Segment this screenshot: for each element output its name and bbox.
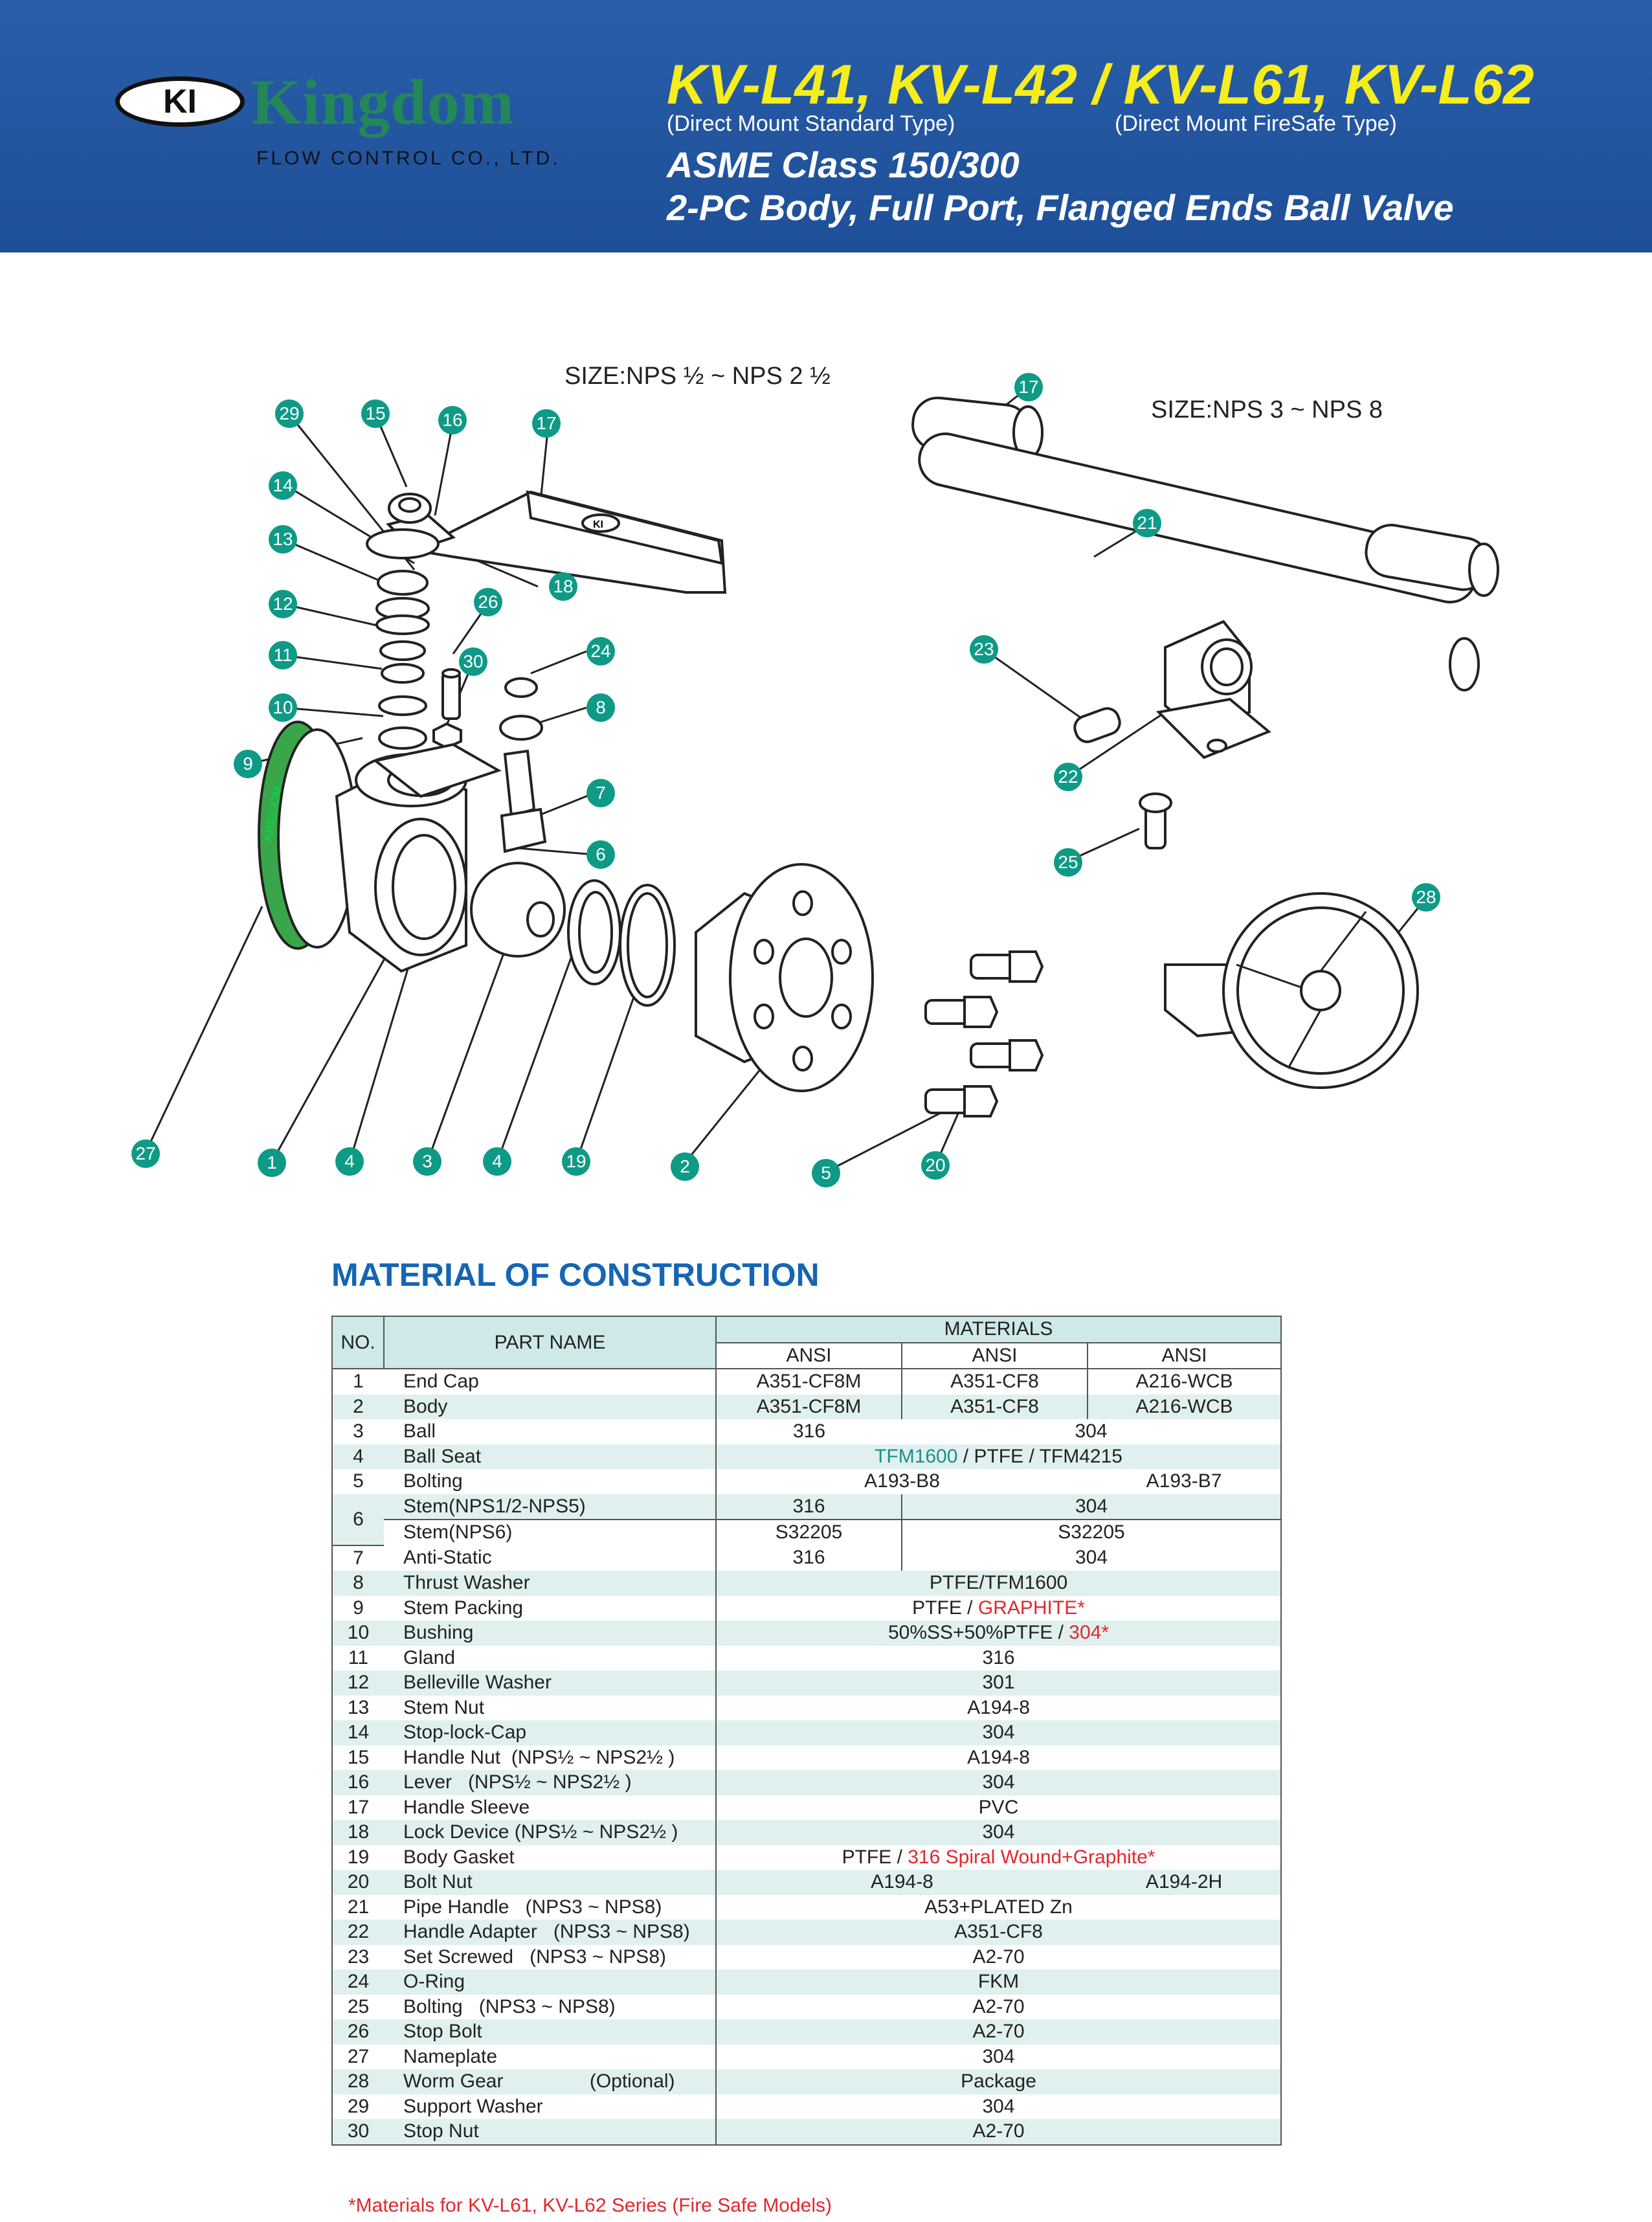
callout-12: 12 (269, 590, 297, 618)
table-row: 9 Stem Packing PTFE / GRAPHITE* (331, 1595, 1282, 1621)
callout-25: 25 (1054, 848, 1082, 877)
logo-mark: KI (115, 76, 245, 127)
callout-28: 28 (1412, 883, 1440, 912)
end-cap-flange (695, 863, 874, 1092)
ball-seat-gasket (470, 862, 676, 1007)
table-row: 1 End Cap A351-CF8M A351-CF8 A216-WCB (331, 1369, 1282, 1395)
callout-4: 4 (335, 1147, 364, 1176)
callout-26: 26 (474, 588, 502, 616)
table-row: 22 Handle Adapter (NPS3 ~ NPS8) A351-CF8 (331, 1920, 1282, 1945)
table-row: 17 Handle Sleeve PVC (331, 1795, 1282, 1820)
lever-mark: KI (593, 519, 603, 530)
header-no: NO. (331, 1316, 385, 1369)
table-row: 28 Worm Gear (Optional) Package (331, 2069, 1282, 2094)
callout-9: 9 (234, 750, 262, 778)
header-std-3: ANSI (1086, 1341, 1282, 1369)
table-row: 2 Body A351-CF8M A351-CF8 A216-WCB (331, 1394, 1282, 1419)
lever-top (526, 490, 724, 565)
type-standard: (Direct Mount Standard Type) (667, 111, 955, 136)
header-band: KI Kingdom FLOW CONTROL CO., LTD. KV-L41… (0, 0, 1652, 252)
table-row: 21 Pipe Handle (NPS3 ~ NPS8) A53+PLATED … (331, 1894, 1282, 1920)
header-std-1: ANSI (715, 1341, 902, 1369)
callout-29: 29 (275, 399, 304, 428)
table-row: 10 Bushing 50%SS+50%PTFE / 304* (331, 1621, 1282, 1646)
callout-5: 5 (812, 1159, 840, 1187)
callout-19: 19 (562, 1147, 590, 1176)
table-row: 24 O-Ring FKM (331, 1970, 1282, 1995)
table-row: 8 Thrust Washer PTFE/TFM1600 (331, 1571, 1282, 1596)
table-row: 30 Stop Nut A2-70 (331, 2119, 1282, 2146)
exploded-view-diagram: KI KINGDOM (144, 386, 1499, 1173)
model-title: KV-L41, KV-L42 / KV-L61, KV-L62 (667, 54, 1534, 116)
table-row: 5 Bolting A193-B8 A193-B7 (331, 1469, 1282, 1494)
callout-17: 17 (532, 409, 561, 438)
header-materials: MATERIALS (715, 1316, 1282, 1343)
logo-subtitle: FLOW CONTROL CO., LTD. (256, 148, 561, 169)
class-line: ASME Class 150/300 (667, 144, 1020, 185)
description-line: 2-PC Body, Full Port, Flanged Ends Ball … (667, 187, 1454, 228)
callout-3: 3 (413, 1147, 441, 1176)
callout-16: 16 (438, 406, 467, 434)
callout-11: 11 (269, 641, 297, 669)
table-row: 3 Ball 316 304 (331, 1419, 1282, 1444)
table-row: 25 Bolting (NPS3 ~ NPS8) A2-70 (331, 1994, 1282, 2019)
callout-18: 18 (549, 572, 577, 601)
material-title: MATERIAL OF CONSTRUCTION (331, 1257, 820, 1293)
valve-body: KINGDOM (258, 721, 502, 973)
callout-15: 15 (361, 399, 390, 428)
logo-name: Kingdom (251, 66, 515, 138)
callout-17b: 17 (1014, 373, 1043, 401)
header-std-2: ANSI (901, 1341, 1088, 1369)
table-row: 29 Support Washer 304 (331, 2094, 1282, 2119)
callout-20: 20 (921, 1151, 950, 1180)
callout-14: 14 (269, 471, 297, 500)
table-row: Stem(NPS6) S32205 S32205 (332, 1520, 1282, 1545)
material-table: NO. PART NAME MATERIALS ANSI ANSI ANSI 1… (331, 1316, 1282, 2146)
callout-2: 2 (671, 1152, 699, 1181)
callout-24: 24 (586, 637, 615, 666)
company-logo: KI Kingdom FLOW CONTROL CO., LTD. (115, 66, 581, 180)
callout-22: 22 (1054, 763, 1082, 791)
callout-10: 10 (269, 693, 297, 722)
callout-1: 1 (258, 1149, 286, 1177)
size-label-large: SIZE:NPS 3 ~ NPS 8 (1151, 396, 1383, 423)
callout-13: 13 (269, 525, 297, 554)
callout-23: 23 (970, 635, 998, 664)
table-row: 13 Stem Nut A194-8 (331, 1695, 1282, 1720)
bolts (924, 950, 1044, 1117)
footnote: *Materials for KV-L61, KV-L62 Series (Fi… (348, 2195, 832, 2216)
table-row: 6 Stem(NPS1/2-NPS5) 316 304 (331, 1494, 1282, 1546)
table-row: 19 Body Gasket PTFE / 316 Spiral Wound+G… (331, 1845, 1282, 1870)
callout-27: 27 (131, 1139, 160, 1168)
type-firesafe: (Direct Mount FireSafe Type) (1115, 111, 1397, 136)
table-row: 14 Stop-lock-Cap 304 (331, 1720, 1282, 1745)
callout-4b: 4 (483, 1147, 511, 1176)
table-row: 23 Set Screwed (NPS3 ~ NPS8) A2-70 (331, 1944, 1282, 1970)
table-row: 20 Bolt Nut A194-8 A194-2H (331, 1870, 1282, 1895)
header-part-name: PART NAME (383, 1316, 717, 1369)
table-row: 15 Handle Nut (NPS½ ~ NPS2½ ) A194-8 (331, 1745, 1282, 1770)
table-row: 12 Belleville Washer 301 (331, 1670, 1282, 1696)
table-row: 4 Ball Seat TFM1600 / PTFE / TFM4215 (331, 1444, 1282, 1469)
callout-7: 7 (586, 779, 615, 807)
callout-6: 6 (586, 840, 615, 869)
table-row: 18 Lock Device (NPS½ ~ NPS2½ ) 304 (331, 1820, 1282, 1845)
large-size-parts (911, 396, 1499, 1089)
table-row: 26 Stop Bolt A2-70 (331, 2019, 1282, 2045)
callout-8: 8 (586, 693, 615, 722)
table-row: 11 Gland 316 (331, 1645, 1282, 1670)
stem-stack (366, 493, 547, 853)
table-row: 16 Lever (NPS½ ~ NPS2½ ) 304 (331, 1770, 1282, 1795)
callout-30: 30 (459, 647, 487, 676)
table-row: 27 Nameplate 304 (331, 2044, 1282, 2069)
table-row: 7 Anti-Static 316 304 (331, 1545, 1282, 1571)
size-label-small: SIZE:NPS ½ ~ NPS 2 ½ (564, 363, 831, 390)
callout-21: 21 (1133, 509, 1161, 537)
